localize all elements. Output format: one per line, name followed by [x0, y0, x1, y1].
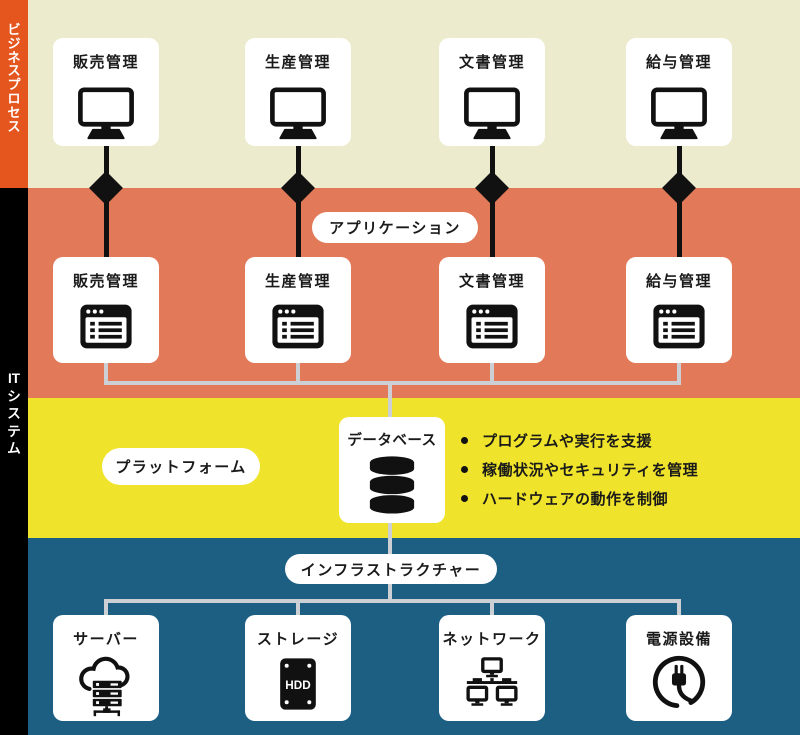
application-window-icon	[80, 304, 132, 349]
connector-gray-app-4	[677, 361, 681, 385]
connector-gray-infra-4	[677, 602, 681, 616]
box-label: 給与管理	[645, 54, 712, 71]
cloud-server-icon	[79, 656, 130, 717]
connector-gray-app-3	[490, 361, 494, 385]
bullet-text: ハードウェアの動作を制御	[482, 491, 669, 508]
it-system-vertical-label: IT システム	[0, 370, 28, 458]
business-box-sales: 販売管理	[53, 38, 159, 146]
application-pill-label: アプリケーション	[329, 220, 461, 237]
database-icon	[369, 456, 415, 514]
box-label: 電源設備	[645, 631, 712, 648]
box-label: 生産管理	[264, 273, 331, 290]
desktop-computer-icon	[78, 87, 134, 140]
app-box-sales: 販売管理	[53, 257, 159, 363]
platform-pill-label: プラットフォーム	[115, 459, 247, 476]
desktop-computer-icon	[651, 87, 707, 140]
business-process-vertical-label: ビジネスプロセス	[0, 23, 28, 133]
connector-gray-infra-2	[296, 602, 300, 616]
sidebar-it-system: IT システム	[0, 188, 28, 735]
business-box-payroll: 給与管理	[626, 38, 732, 146]
application-window-icon	[466, 304, 518, 349]
application-window-icon	[272, 304, 324, 349]
vertical-char: ジ	[7, 35, 21, 51]
infrastructure-pill-label: インフラストラクチャー	[300, 561, 482, 579]
vertical-char: ス	[7, 406, 21, 421]
business-box-document: 文書管理	[439, 38, 545, 146]
box-label: 給与管理	[645, 273, 712, 290]
box-label: 文書管理	[458, 273, 525, 290]
connector-gray-infra-bus	[104, 599, 681, 603]
infra-box-network: ネットワーク	[439, 615, 545, 721]
vertical-char: ス	[7, 118, 21, 134]
power-plug-icon	[652, 655, 706, 709]
bullet-dot	[461, 495, 468, 502]
business-box-production: 生産管理	[245, 38, 351, 146]
bullet-dot	[461, 437, 468, 444]
app-box-document: 文書管理	[439, 257, 545, 363]
box-label: 生産管理	[264, 54, 331, 71]
platform-pill: プラットフォーム	[102, 448, 260, 485]
vertical-char: ロ	[7, 90, 21, 106]
connector-gray-app-2	[296, 361, 300, 385]
platform-bullet-3: ハードウェアの動作を制御	[461, 489, 698, 508]
bullet-text: プログラムや実行を支援	[482, 433, 653, 450]
vertical-char: ス	[7, 63, 21, 79]
platform-bullet-1: プログラムや実行を支援	[461, 431, 698, 450]
sidebar-business-process: ビジネスプロセス	[0, 0, 28, 188]
vertical-char: テ	[7, 423, 21, 439]
box-label: 文書管理	[458, 54, 525, 71]
application-pill: アプリケーション	[312, 212, 478, 243]
connector-gray-app-bus	[104, 381, 681, 385]
connector-gray-infra-1	[104, 602, 108, 616]
platform-bullet-2: 稼働状況やセキュリティを管理	[461, 460, 698, 479]
infrastructure-pill: インフラストラクチャー	[285, 554, 497, 584]
desktop-computer-icon	[270, 87, 326, 140]
infra-box-power: 電源設備	[626, 615, 732, 721]
hdd-icon: HDD	[280, 658, 316, 710]
vertical-char: シ	[7, 388, 21, 404]
infra-box-storage: ストレージ HDD	[245, 615, 351, 721]
app-box-production: 生産管理	[245, 257, 351, 363]
box-label: ストレージ	[256, 631, 340, 648]
box-label: 販売管理	[72, 273, 139, 290]
box-label: 販売管理	[72, 54, 139, 71]
connector-gray-infra-3	[490, 602, 494, 616]
desktop-computer-icon	[464, 87, 520, 140]
vertical-char: セ	[7, 104, 21, 120]
vertical-char: IT	[8, 371, 20, 386]
network-icon	[466, 657, 518, 706]
vertical-char: ム	[7, 441, 21, 456]
vertical-char: ネ	[7, 49, 21, 65]
box-label: データベース	[347, 433, 437, 449]
app-box-payroll: 給与管理	[626, 257, 732, 363]
box-label: ネットワーク	[442, 631, 542, 648]
connector-gray-app-1	[104, 361, 108, 385]
hdd-label: HDD	[285, 679, 310, 692]
infra-box-server: サーバー	[53, 615, 159, 721]
vertical-char: ビ	[7, 22, 21, 37]
platform-bullet-list: プログラムや実行を支援 稼働状況やセキュリティを管理 ハードウェアの動作を制御	[461, 431, 698, 518]
bullet-dot	[461, 466, 468, 473]
box-label: サーバー	[73, 631, 139, 648]
vertical-char: プ	[7, 77, 21, 93]
bullet-text: 稼働状況やセキュリティを管理	[482, 462, 699, 479]
application-window-icon	[653, 304, 705, 349]
database-box: データベース	[339, 417, 445, 523]
